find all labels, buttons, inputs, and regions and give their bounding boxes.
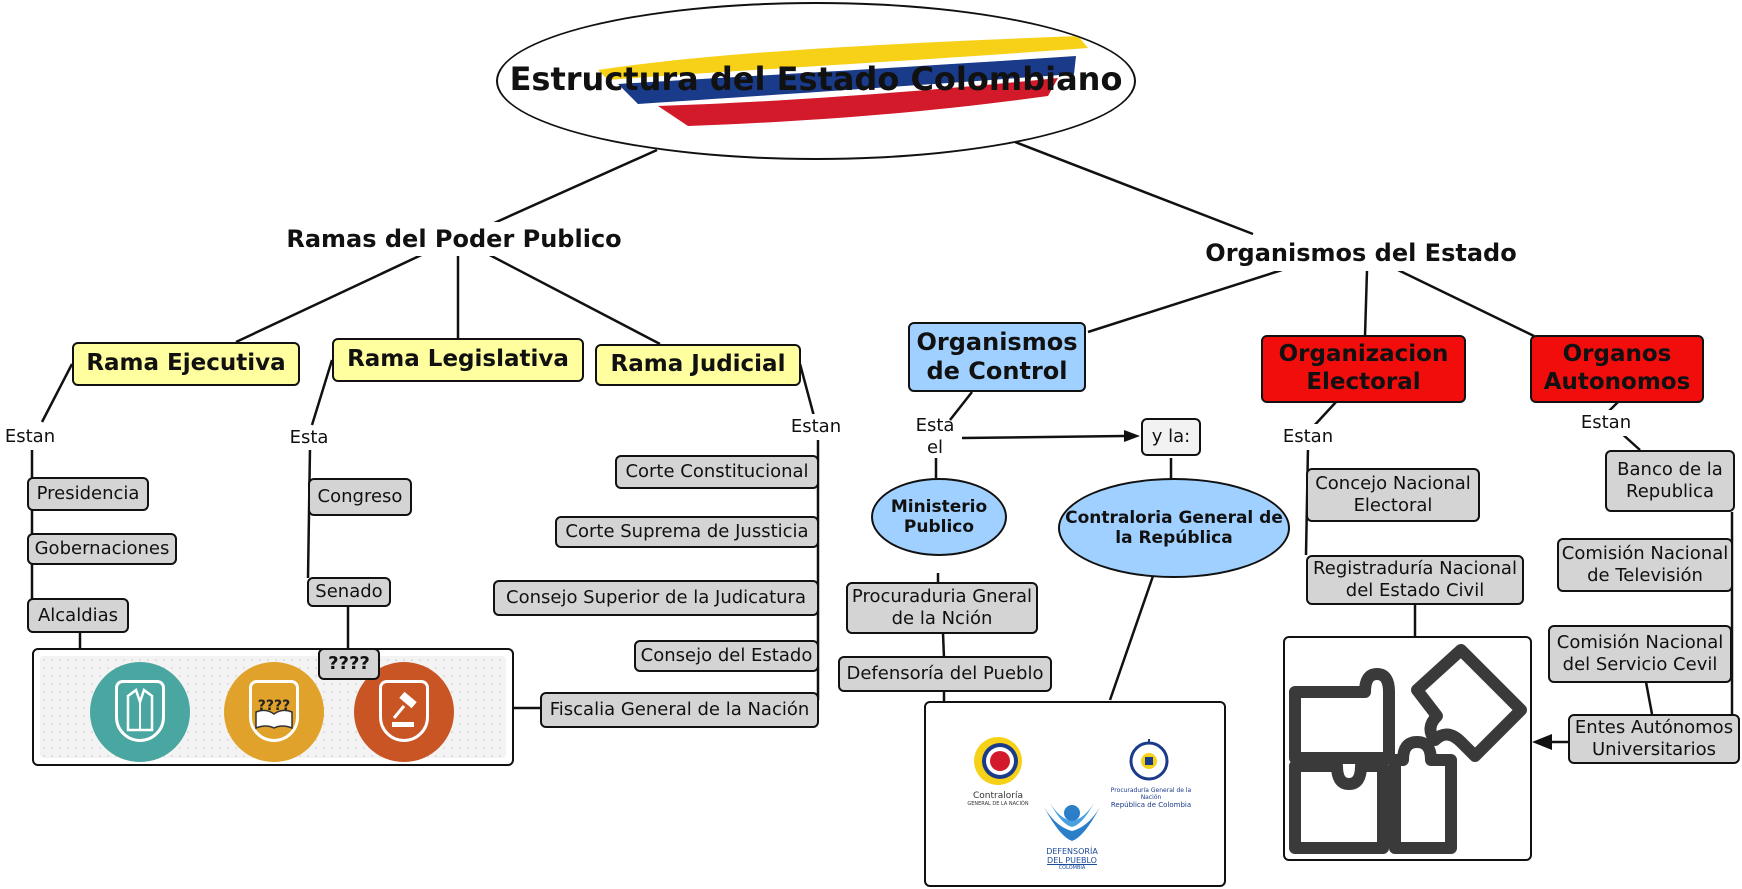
procuraduria-logo-name: Procuraduría General de la Nación	[1110, 787, 1192, 801]
item-alcaldias[interactable]: Alcaldias	[27, 598, 129, 633]
procuraduria-logo-sub: República de Colombia	[1110, 801, 1192, 809]
rama-ejecutiva[interactable]: Rama Ejecutiva	[72, 342, 300, 386]
main-title: Estructura del Estado Colombiano	[509, 60, 1123, 98]
item-corte-suprema[interactable]: Corte Suprema de Jussticia	[555, 516, 819, 548]
defensoria-logo-line1: DEFENSORÍA	[1046, 847, 1098, 856]
item-banco-republica[interactable]: Banco de la Republica	[1605, 450, 1735, 512]
shield-icon	[379, 680, 429, 742]
item-consejo-estado[interactable]: Consejo del Estado	[634, 640, 819, 672]
item-congreso[interactable]: Congreso	[308, 478, 412, 516]
rama-judicial[interactable]: Rama Judicial	[595, 344, 801, 386]
executive-circle	[90, 662, 190, 762]
item-consejo-electoral[interactable]: Concejo Nacional Electoral	[1306, 468, 1480, 522]
link-label-judicial: Estan	[786, 414, 846, 440]
image-background: ????	[40, 656, 506, 762]
shield-icon	[115, 680, 165, 742]
contraloria-logo-text: Contraloría GENERAL DE LA NACIÓN	[958, 791, 1038, 807]
puzzle-image-panel	[1283, 636, 1532, 861]
item-consejo-superior[interactable]: Consejo Superior de la Judicatura	[493, 580, 819, 616]
link-label-ejecutiva: Estan	[2, 424, 58, 450]
book-icon	[255, 709, 293, 730]
item-procuraduria[interactable]: Procuraduria Gneral de la Nción	[846, 582, 1038, 634]
item-defensoria[interactable]: Defensoría del Pueblo	[838, 656, 1052, 692]
link-label-autonomos: Estan	[1578, 410, 1634, 436]
legislative-unknown-label: ????	[257, 698, 291, 714]
y-la-box[interactable]: y la:	[1141, 418, 1201, 456]
ministerio-publico[interactable]: Ministerio Publico	[871, 478, 1007, 556]
legislative-circle: ????	[224, 662, 324, 762]
item-comision-television[interactable]: Comisión Nacional de Televisión	[1557, 538, 1733, 592]
organismos-control[interactable]: Organismos de Control	[908, 322, 1086, 392]
colombia-flag-brushstroke	[598, 36, 1088, 126]
contraloria-general[interactable]: Contraloria General de la República	[1058, 478, 1290, 578]
organizacion-electoral[interactable]: Organizacion Electoral	[1261, 335, 1466, 403]
branches-image-panel: ????	[32, 648, 514, 766]
link-label-control: Esta el	[915, 415, 955, 458]
gavel-icon	[392, 692, 417, 727]
control-logos-panel: Contraloría GENERAL DE LA NACIÓN Procura…	[924, 701, 1226, 887]
defensoria-logo	[1044, 803, 1100, 841]
item-entes-universitarios[interactable]: Entes Autónomos Universitarios	[1568, 714, 1740, 764]
rama-legislativa[interactable]: Rama Legislativa	[332, 338, 584, 382]
organos-autonomos[interactable]: Organos Autonomos	[1530, 335, 1704, 403]
item-comision-servicio[interactable]: Comisión Nacional del Servicio Cevil	[1548, 625, 1732, 683]
procuraduria-logo-text: Procuraduría General de la Nación Repúbl…	[1104, 787, 1198, 809]
suit-icon	[126, 687, 154, 732]
defensoria-logo-line3: COLOMBIA	[1058, 865, 1086, 871]
item-gobernaciones[interactable]: Gobernaciones	[27, 533, 177, 565]
item-registraduria[interactable]: Registraduría Nacional del Estado Civil	[1306, 555, 1524, 605]
item-presidencia[interactable]: Presidencia	[27, 477, 149, 511]
title-ellipse: Estructura del Estado Colombiano	[496, 2, 1136, 160]
procuraduria-logo	[1129, 739, 1169, 781]
unknown-box[interactable]: ????	[318, 648, 380, 680]
defensoria-logo-text: DEFENSORÍA DEL PUEBLO COLOMBIA	[1032, 847, 1112, 871]
link-label-electoral: Estan	[1280, 424, 1336, 450]
contraloria-logo-sub: GENERAL DE LA NACIÓN	[967, 801, 1029, 807]
item-corte-constitucional[interactable]: Corte Constitucional	[615, 455, 819, 489]
contraloria-logo-name: Contraloría	[973, 791, 1023, 801]
shield-icon	[249, 680, 299, 742]
puzzle-icon	[1289, 644, 1527, 854]
item-senado[interactable]: Senado	[307, 577, 391, 607]
item-fiscalia[interactable]: Fiscalia General de la Nación	[540, 692, 819, 728]
heading-ramas: Ramas del Poder Publico	[284, 222, 624, 256]
defensoria-logo-line2: DEL PUEBLO	[1047, 856, 1097, 865]
link-label-legislativa: Esta	[286, 426, 332, 450]
contraloria-logo	[974, 737, 1022, 785]
heading-organismos: Organismos del Estado	[1205, 235, 1517, 271]
